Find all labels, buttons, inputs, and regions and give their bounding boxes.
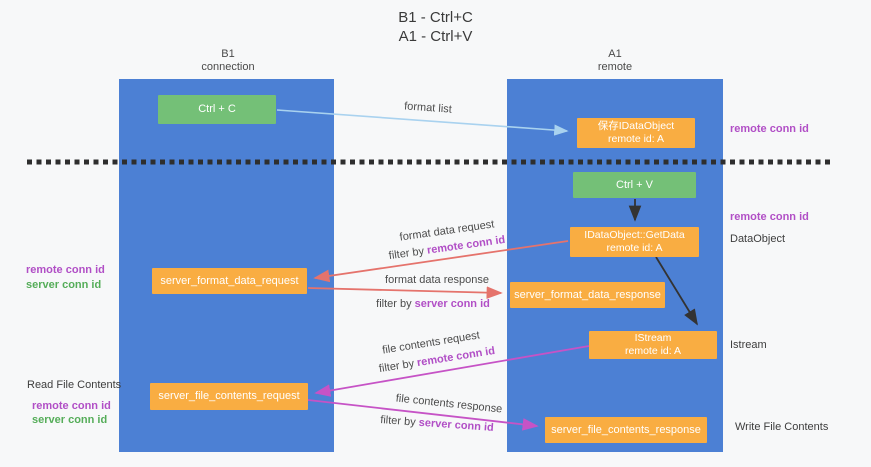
left-server-conn-id-label-2: server conn id [32,414,108,426]
idataobject-getdata-box: IDataObject::GetData remote id: A [570,227,699,257]
server-format-data-response-label: server_format_data_response [514,288,661,301]
filter-by-text: filter by [376,298,415,310]
write-file-contents-label: Write File Contents [735,421,829,433]
server-conn-id-highlight: server conn id [414,298,490,310]
istream-label: IStream [634,332,672,344]
idataobject-getdata-label: IDataObject::GetData [584,229,685,241]
server-format-data-request-label: server_format_data_request [160,274,299,287]
filter-by-text: filter by [388,244,428,263]
server-file-contents-response-box: server_file_contents_response [545,417,707,443]
arrow-format-data-response [307,286,503,299]
istream-side-label: Istream [730,339,767,351]
ctrl-v-label: Ctrl + V [616,178,653,191]
title-line-1: B1 - Ctrl+C [398,9,473,26]
right-column-header: A1 remote [555,48,675,74]
server-file-contents-request-label: server_file_contents_request [158,390,300,402]
left-remote-conn-id-label-2: remote conn id [32,400,111,412]
left-remote-conn-id-label-1: remote conn id [26,264,105,276]
server-conn-id-highlight: server conn id [418,416,495,434]
left-column-header: B1 connection [168,48,288,74]
format-data-response-label: format data response [385,274,489,286]
save-idataobject-label: 保存IDataObject [597,120,675,132]
server-file-contents-request-box: server_file_contents_request [150,383,308,410]
left-server-conn-id-label-1: server conn id [26,279,102,291]
save-idataobject-remote-id: remote id: A [607,133,665,145]
save-idataobject-box: 保存IDataObject remote id: A [577,118,695,148]
diagram-title: B1 - Ctrl+C A1 - Ctrl+V [0,8,871,46]
server-format-data-response-box: server_format_data_response [510,282,665,308]
file-contents-response-label: file contents response [395,392,503,416]
idataobject-getdata-remote-id: remote id: A [606,242,663,254]
format-list-label: format list [403,100,453,116]
istream-remote-id: remote id: A [624,345,682,357]
right-column-name: A1 [608,48,622,60]
ctrl-v-box: Ctrl + V [573,172,696,198]
filter-by-text: filter by [378,357,419,376]
left-column-name: B1 [221,48,235,60]
filter-by-server-conn-id-label-2: filter by server conn id [380,414,494,434]
istream-box: IStream remote id: A [589,331,717,359]
filter-by-text: filter by [379,414,420,429]
right-remote-conn-id-label-2: remote conn id [730,211,809,223]
server-file-contents-response-label: server_file_contents_response [551,423,701,436]
dataobject-label: DataObject [730,233,786,245]
ctrl-c-label: Ctrl + C [198,103,236,115]
filter-by-server-conn-id-label-1: filter by server conn id [376,298,490,310]
title-line-2: A1 - Ctrl+V [398,28,473,45]
right-remote-conn-id-label-1: remote conn id [730,123,809,135]
right-column-role: remote [597,61,633,73]
ctrl-c-box: Ctrl + C [158,95,276,124]
server-format-data-request-box: server_format_data_request [152,268,307,294]
left-column-role: connection [201,61,255,73]
read-file-contents-label: Read File Contents [27,379,122,391]
